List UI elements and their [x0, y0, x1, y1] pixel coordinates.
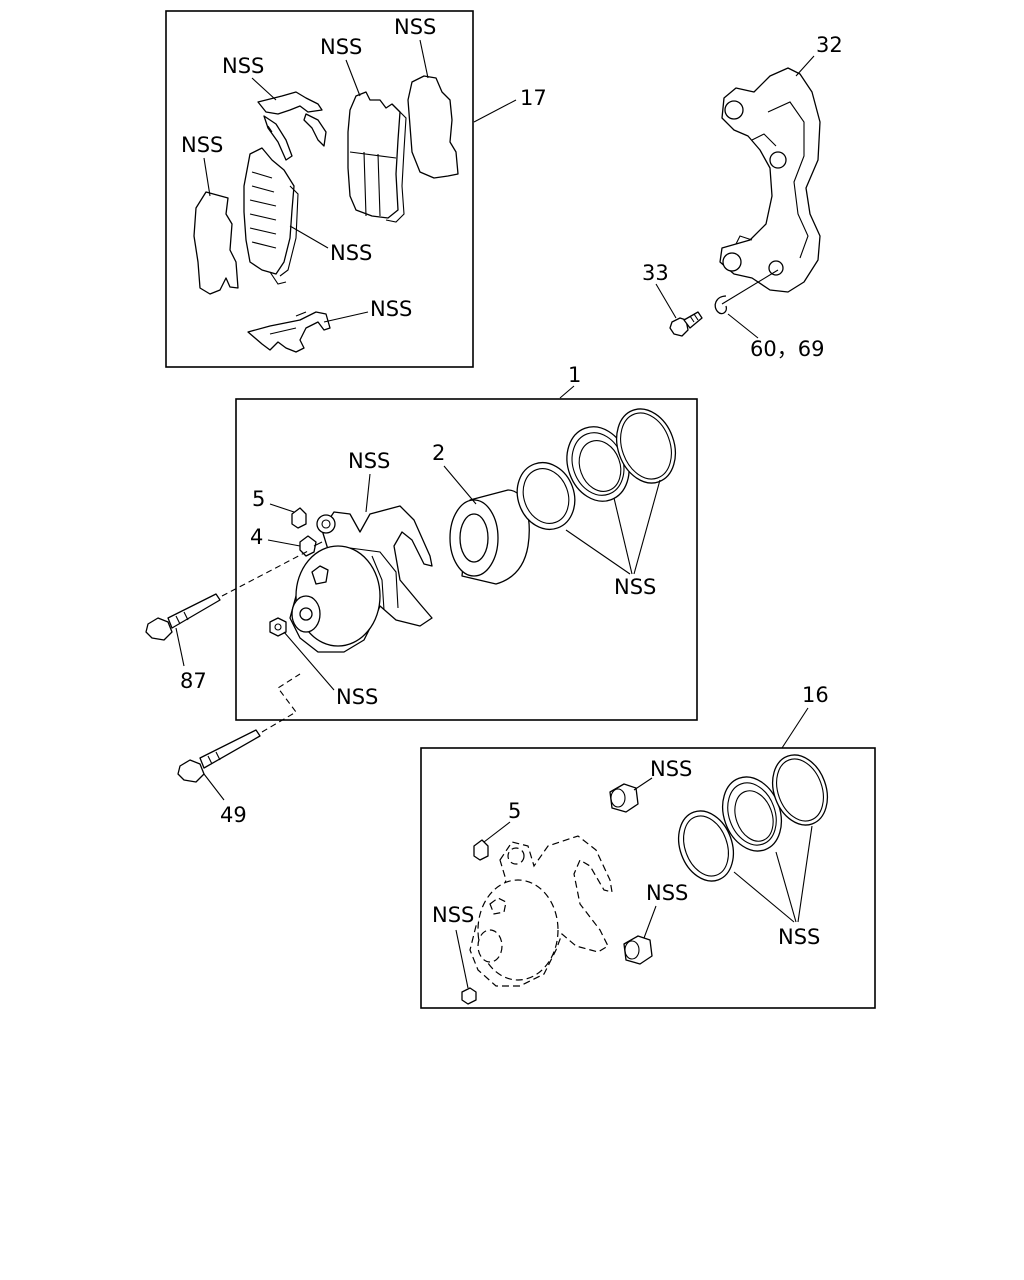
label-60-69: 60，69 [750, 337, 824, 361]
leader-nss-outer-pad [345, 59, 361, 97]
inner-brake-pad [243, 147, 299, 285]
guide-bushing-lower [623, 935, 653, 965]
pad-kit-frame [165, 10, 474, 368]
leader-nss-shim-left [203, 157, 211, 197]
pad-shim-right [407, 75, 459, 179]
leader-16 [781, 707, 809, 749]
leader-5-upper [269, 503, 295, 513]
leader-nss-repair-seal-3 [797, 825, 813, 923]
leader-17 [473, 99, 517, 123]
bleeder-cap-lower [473, 839, 489, 861]
leader-nss-clip-upper [251, 77, 277, 101]
pad-spring-clip-lower [247, 311, 331, 353]
pad-shim-left [193, 191, 239, 295]
label-nss-plug: NSS [336, 685, 378, 709]
leader-32 [795, 55, 815, 77]
label-nss-outer-pad: NSS [320, 35, 362, 59]
label-nss-repair-seals: NSS [778, 925, 820, 949]
label-17: 17 [520, 86, 547, 110]
leader-33 [655, 283, 677, 319]
bleeder-screw [299, 535, 323, 557]
leader-nss-bushing-upper [633, 777, 653, 791]
leader-nss-shim-right [419, 39, 429, 79]
label-nss-caliper-housing: NSS [348, 449, 390, 473]
label-1: 1 [568, 363, 581, 387]
leader-nss-seal-1 [565, 529, 631, 575]
leader-nss-clip-lower [323, 311, 369, 323]
label-87: 87 [180, 669, 207, 693]
leader-nss-plug [283, 631, 335, 691]
repair-piston-seal [677, 810, 735, 882]
label-nss-shim-right: NSS [394, 15, 436, 39]
leader-nss-inner-pad [289, 225, 329, 249]
repair-retaining-ring [771, 754, 829, 826]
caliper-assembly-frame [235, 398, 698, 721]
leader-washer-to-bracket [721, 269, 779, 305]
leader-1 [559, 385, 575, 399]
leader-4 [267, 539, 301, 547]
label-49: 49 [220, 803, 247, 827]
leader-nss-bushing-lower [643, 905, 657, 939]
caliper-housing-phantom [469, 835, 613, 987]
bracket-bolt [669, 311, 703, 337]
caliper-plug-lower [461, 987, 477, 1005]
guide-bolt-49 [177, 673, 301, 783]
leader-60-69 [727, 313, 759, 339]
leader-nss-repair-seal-1 [733, 871, 795, 923]
repair-kit-frame [420, 747, 876, 1009]
label-nss-bushing-upper: NSS [650, 757, 692, 781]
leader-87 [175, 627, 185, 667]
label-5-upper: 5 [252, 487, 265, 511]
label-33: 33 [642, 261, 669, 285]
leader-nss-plug-lower [455, 929, 469, 989]
leader-nss-seal-2 [613, 497, 633, 575]
label-nss-plug-lower: NSS [432, 903, 474, 927]
leader-49 [203, 773, 225, 801]
label-32: 32 [816, 33, 843, 57]
label-nss-inner-pad: NSS [330, 241, 372, 265]
leader-nss-seal-3 [633, 479, 661, 575]
label-nss-bushing-lower: NSS [646, 881, 688, 905]
label-2: 2 [432, 441, 445, 465]
label-nss-clip-upper: NSS [222, 54, 264, 78]
retaining-ring [616, 408, 676, 484]
caliper-support-bracket [719, 67, 821, 293]
bracket-washer [714, 295, 728, 315]
guide-bushing-upper [609, 783, 639, 813]
leader-2 [443, 465, 477, 505]
label-nss-shim-left: NSS [181, 133, 223, 157]
label-nss-clip-lower: NSS [370, 297, 412, 321]
outer-brake-pad [347, 91, 407, 223]
caliper-housing [289, 505, 433, 653]
leader-nss-repair-seal-2 [775, 851, 797, 923]
label-4: 4 [250, 525, 263, 549]
leader-nss-caliper-housing [365, 473, 371, 513]
pad-spring-clip-upper [257, 91, 327, 161]
piston-seal [516, 461, 576, 531]
caliper-piston [449, 489, 530, 585]
caliper-plug [269, 617, 287, 637]
bleeder-cap [291, 507, 307, 529]
label-nss-seals: NSS [614, 575, 656, 599]
leader-5-lower [483, 821, 511, 843]
label-16: 16 [802, 683, 829, 707]
repair-dust-boot [722, 776, 782, 852]
label-5-lower: 5 [508, 799, 521, 823]
guide-bolt-87 [145, 549, 311, 641]
